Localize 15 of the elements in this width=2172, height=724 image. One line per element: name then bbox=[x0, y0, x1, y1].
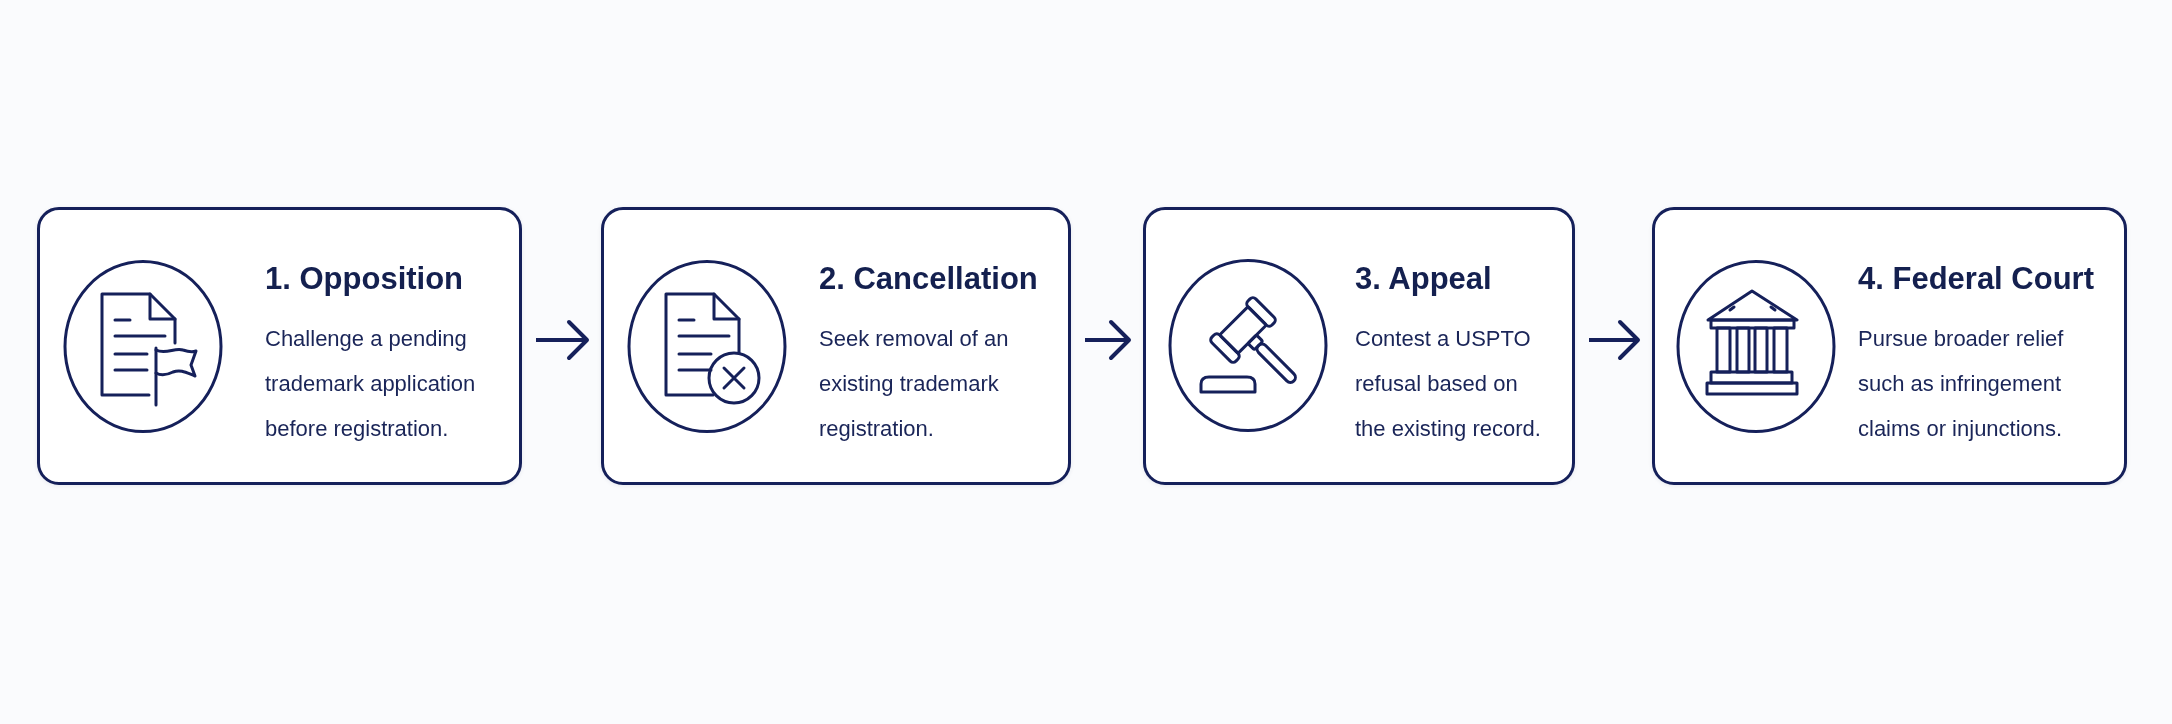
arrow bbox=[1589, 320, 1640, 360]
arrow bbox=[1085, 320, 1131, 360]
arrow bbox=[536, 320, 589, 360]
step-description: Challenge a pending trademark application before registration. bbox=[265, 325, 477, 443]
step-title: 2. Cancellation bbox=[819, 261, 1039, 297]
step-title: 3. Appeal bbox=[1355, 261, 1493, 297]
step-title: 1. Opposition bbox=[265, 261, 465, 297]
step-description: Seek removal of an existing trademark registration. bbox=[819, 325, 1010, 443]
step-description: Contest a USPTO refusal based on the existing record. bbox=[1355, 325, 1542, 443]
step-card bbox=[1143, 207, 1575, 485]
step-description: Pursue broader relief such as infringement claims or injunctions. bbox=[1858, 325, 2065, 443]
step-card bbox=[1652, 207, 2127, 485]
step-card bbox=[37, 207, 522, 485]
step-card bbox=[601, 207, 1071, 485]
step-title: 4. Federal Court bbox=[1858, 261, 2095, 297]
